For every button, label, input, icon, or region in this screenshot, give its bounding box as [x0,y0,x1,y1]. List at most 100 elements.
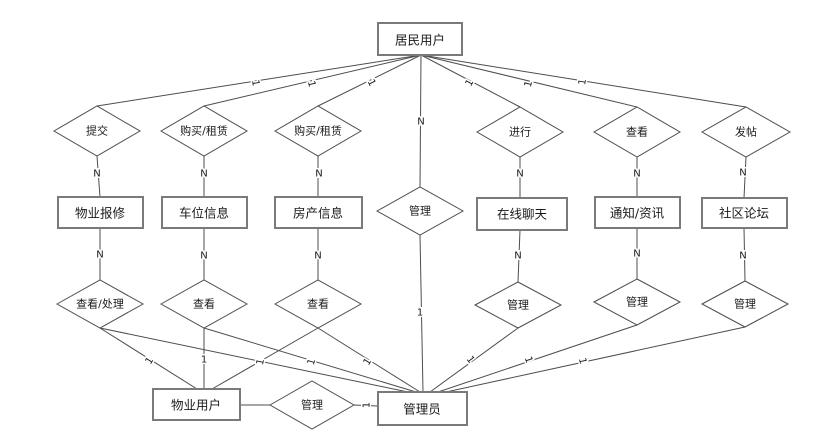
cardinality-label: 1 [305,80,317,89]
relationship-post-label: 发帖 [735,125,757,139]
relationship-conduct: 进行 [476,106,564,158]
edge-viewhandle-admin [99,327,409,393]
cardinality-label: N [314,251,321,262]
relationship-buy-rent-housing-shape [274,105,362,157]
edge-resident-post [420,54,747,108]
cardinality-label: N [200,169,207,180]
relationship-view-housing-label: 查看 [307,297,329,311]
cardinality-label: 1 [522,355,534,365]
relationship-view-handle-shape [55,279,145,329]
edge-resident-view [420,54,638,108]
relationship-manage-notice-shape [592,278,682,326]
entity-property-repair: 物业报修 [57,196,144,229]
edge-resident-buyrent-housing [317,54,422,107]
entity-administrator-label: 管理员 [403,402,441,417]
relationship-manage-notice-label: 管理 [626,295,648,309]
relationship-view-notice: 查看 [593,106,681,158]
edge-post-forum [743,156,747,199]
relationship-manage-forum-shape [700,280,790,328]
relationship-manage-notice: 管理 [592,278,682,326]
cardinality-label: 1 [464,78,477,89]
cardinality-label: N [315,169,322,180]
relationship-submit-shape [53,105,141,157]
relationship-manage-forum: 管理 [700,280,790,328]
relationship-manage-center-shape [375,186,465,236]
entity-administrator-shape [377,391,468,426]
edge-resident-manage-center [419,54,422,188]
entity-housing-info-label: 房产信息 [293,206,343,221]
cardinality-label: N [633,249,640,260]
entity-online-chat: 在线聊天 [476,197,568,231]
relationship-view-parking-label: 查看 [193,297,215,311]
cardinality-label: N [200,251,207,262]
relationship-manage-center-label: 管理 [409,204,431,218]
cardinality-label: 1 [144,355,157,366]
edge-managenotice-admin [437,324,638,393]
entity-resident-user: 居民用户 [377,22,463,56]
relationship-view-parking: 查看 [159,279,249,329]
cardinality-label: 1 [523,80,535,89]
entity-property-user-shape [152,388,241,421]
edge-managecenter-admin [419,234,424,393]
entity-parking-info: 车位信息 [161,196,248,229]
relationship-view-housing-shape [273,279,363,329]
cardinality-label: 1 [306,357,318,366]
entity-online-chat-label: 在线聊天 [497,207,548,222]
relationship-buy-rent-parking-label: 购买/租赁 [180,124,228,138]
cardinality-label: 1 [464,354,477,366]
entity-notice-news: 通知/资讯 [594,196,681,229]
cardinality-label: 1 [201,355,207,366]
entity-community-forum: 社区论坛 [701,197,788,229]
cardinality-label: 1 [362,402,373,408]
relationship-view-parking-shape [159,279,249,329]
entity-resident-user-label: 居民用户 [395,33,445,48]
entity-housing-info: 房产信息 [274,196,363,229]
entity-housing-info-shape [274,196,363,229]
entity-online-chat-shape [476,197,568,231]
edge-managebottom-admin [353,404,379,407]
cardinality-label: N [516,169,523,180]
cardinality-label: N [739,251,746,262]
relationship-buy-rent-parking: 购买/租赁 [160,105,248,157]
cardinality-label: 1 [249,79,261,87]
entity-community-forum-label: 社区论坛 [719,206,769,221]
entity-property-repair-label: 物业报修 [75,206,126,221]
relationship-view-notice-label: 查看 [626,125,648,139]
relationship-buy-rent-housing-label: 购买/租赁 [294,124,342,138]
edge-manageforum-admin [445,326,746,393]
edge-viewparking-admin [203,327,417,393]
edge-forum-manage [743,227,746,282]
relationship-post-shape [700,106,792,158]
relationship-view-notice-shape [593,106,681,158]
relationship-manage-bottom: 管理 [268,380,356,430]
relationship-buy-rent-parking-shape [160,105,248,157]
relationship-buy-rent-housing: 购买/租赁 [274,105,362,157]
cardinality-label: 1 [365,78,378,89]
edge-viewhandle-propertyuser [99,327,198,390]
entity-parking-info-shape [161,196,248,229]
entity-notice-news-label: 通知/资讯 [610,206,665,221]
cardinality-label: 1 [576,357,588,366]
entities: 居民用户 物业报修 车位信息 房产信息 在线聊天 通知/资讯 社区论坛 物业用 [57,22,788,426]
entity-community-forum-shape [701,197,788,229]
relationship-view-handle: 查看/处理 [55,279,145,329]
cardinality-label: N [739,168,746,179]
entity-resident-user-shape [377,22,463,56]
entity-property-user-label: 物业用户 [171,398,221,413]
edge-resident-buyrent-parking [203,54,422,107]
relationship-submit-label: 提交 [86,124,108,138]
entity-parking-info-label: 车位信息 [179,206,229,221]
cardinality-label: N [93,169,100,180]
cardinality-label: 1 [417,308,423,319]
relationships: 提交 购买/租赁 购买/租赁 进行 查看 发帖 管理 查看/处理 [53,105,792,430]
relationship-manage-chat-label: 管理 [507,298,529,312]
edge-chat-manage [517,229,521,283]
edge-viewhousing-admin [317,327,421,393]
relationship-manage-chat-shape [473,281,563,329]
entity-notice-news-shape [594,196,681,229]
relationship-conduct-shape [476,106,564,158]
edge-managechat-admin [429,327,519,393]
entity-administrator: 管理员 [377,391,468,426]
